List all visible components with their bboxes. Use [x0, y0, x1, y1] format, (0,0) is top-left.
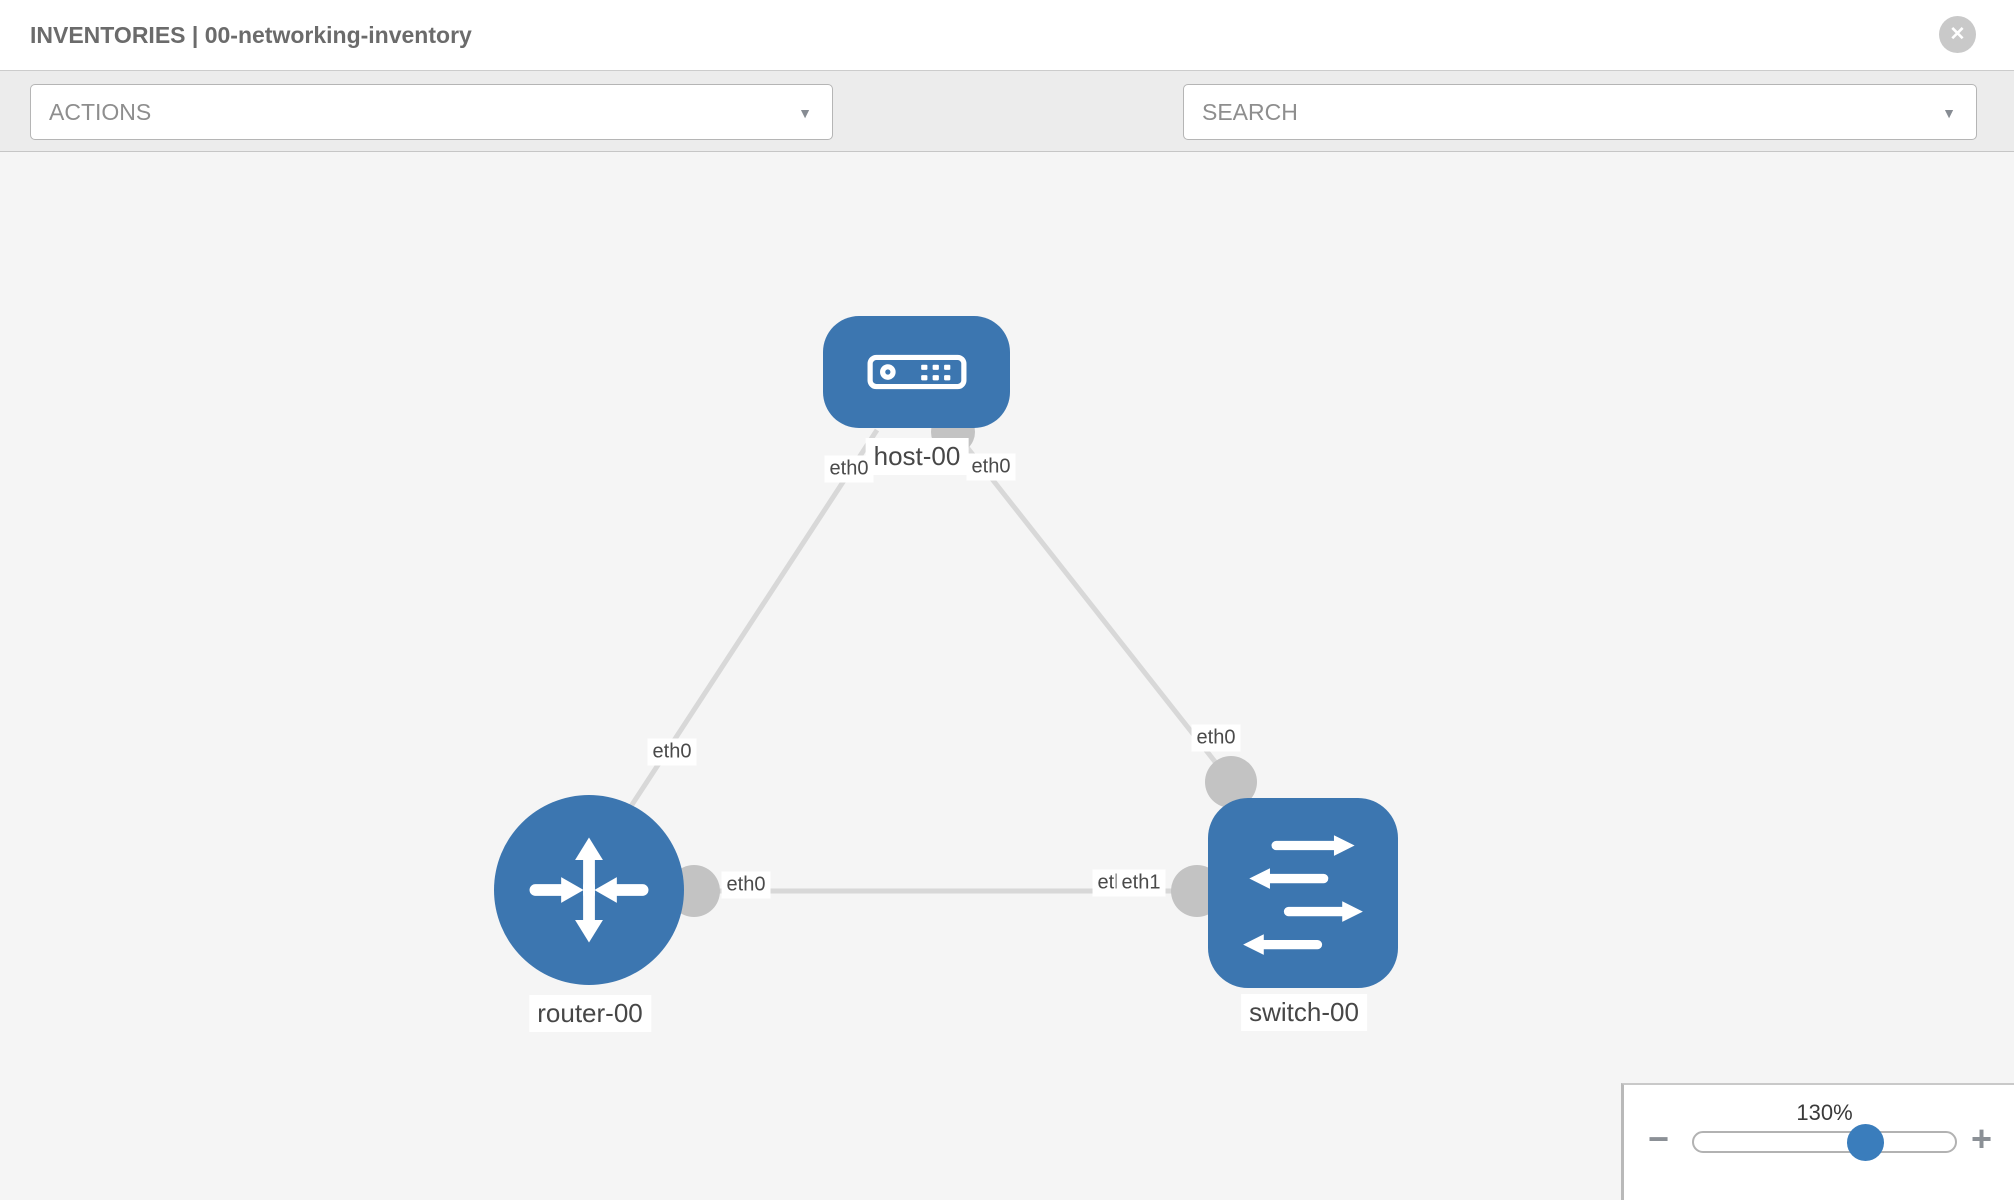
links-layer: [619, 410, 1257, 917]
interface-label: eth0: [647, 738, 697, 766]
actions-dropdown-label: ACTIONS: [49, 99, 152, 125]
zoom-slider-knob[interactable]: [1847, 1124, 1884, 1161]
close-button[interactable]: ✕: [1939, 16, 1976, 53]
router-icon: [529, 837, 649, 943]
node-label: host-00: [865, 438, 969, 475]
node-host[interactable]: [823, 316, 1010, 428]
zoom-percent: 130%: [1796, 1100, 1853, 1125]
topology-canvas[interactable]: host-00 router-00 switch-00 eth0 eth0 et…: [0, 152, 2014, 1200]
node-label: router-00: [529, 995, 651, 1032]
caret-down-icon: ▼: [1942, 105, 1956, 121]
interface-label: eth0: [824, 455, 874, 483]
search-dropdown[interactable]: SEARCH ▼: [1183, 84, 1977, 140]
node-switch[interactable]: [1208, 798, 1398, 988]
zoom-out-button[interactable]: −: [1648, 1118, 1670, 1159]
page-title: INVENTORIES | 00-networking-inventory: [30, 22, 472, 48]
search-dropdown-label: SEARCH: [1202, 99, 1298, 125]
interface-label: eth0: [721, 871, 771, 899]
node-router[interactable]: [494, 795, 684, 985]
actions-dropdown[interactable]: ACTIONS ▼: [30, 84, 833, 140]
zoom-slider-track[interactable]: [1692, 1131, 1957, 1153]
node-label: switch-00: [1241, 994, 1367, 1031]
interface-label: eth0: [1191, 724, 1241, 752]
switch-icon: [1243, 835, 1363, 955]
interface-label: eth1: [1116, 869, 1166, 897]
close-icon: ✕: [1949, 24, 1966, 45]
caret-down-icon: ▼: [798, 105, 812, 121]
toolbar: ACTIONS ▼ SEARCH ▼: [0, 70, 2014, 202]
zoom-panel: 130% − +: [1621, 1083, 2014, 1200]
zoom-in-button[interactable]: +: [1971, 1118, 1993, 1159]
interface-connector: [1205, 756, 1257, 808]
interface-label: eth0: [966, 453, 1016, 481]
host-icon: [867, 354, 966, 390]
link-host-switch: [953, 430, 1233, 784]
header: INVENTORIES | 00-networking-inventory ✕: [0, 0, 2014, 70]
